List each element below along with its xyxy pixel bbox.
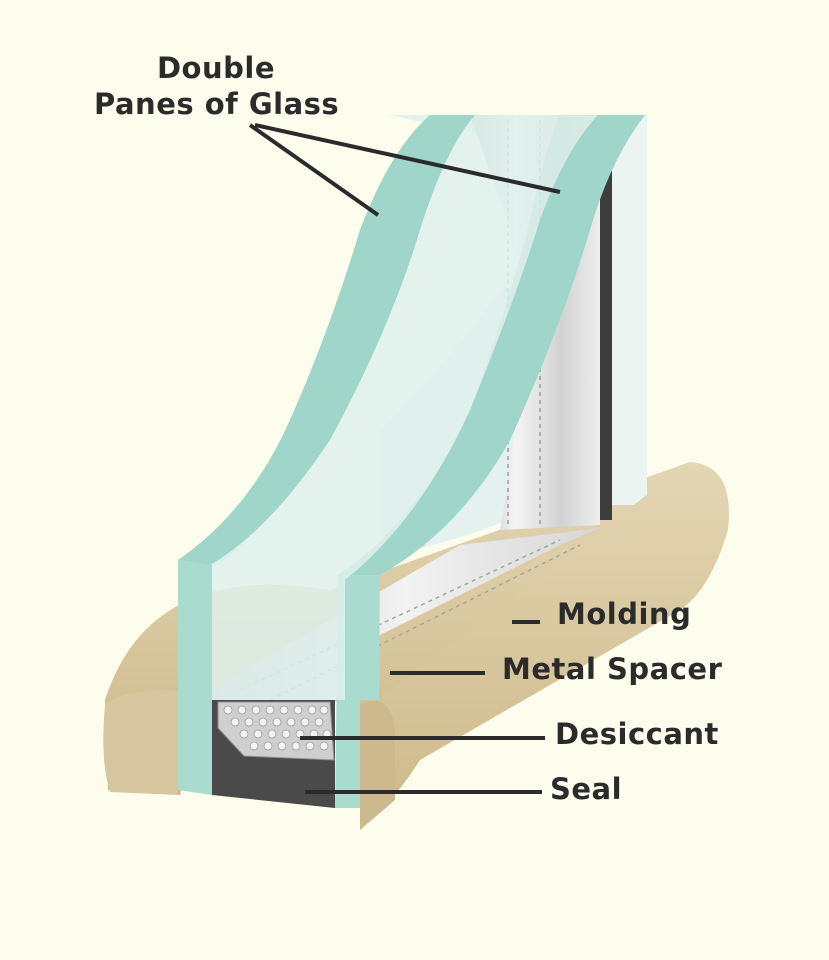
outer-glass-pane-edge — [178, 115, 475, 565]
molding-left — [103, 690, 178, 795]
back-frame-edge — [598, 115, 612, 520]
seal-label: Seal — [550, 772, 623, 806]
leader-glass-inner — [254, 123, 561, 194]
inner-glass-pane-edge — [338, 115, 645, 575]
double-panes-label-line1: Double — [156, 51, 275, 85]
leader-lines — [248, 123, 561, 794]
double-panes-label: Double Panes of Glass — [94, 50, 340, 122]
double-panes-label-line2: Panes of Glass — [94, 87, 340, 121]
molding-label: Molding — [557, 597, 692, 631]
desiccant — [217, 701, 335, 761]
desiccant-label: Desiccant — [555, 717, 719, 751]
metal-spacer-label: Metal Spacer — [502, 652, 723, 686]
leader-glass-outer — [248, 123, 380, 217]
